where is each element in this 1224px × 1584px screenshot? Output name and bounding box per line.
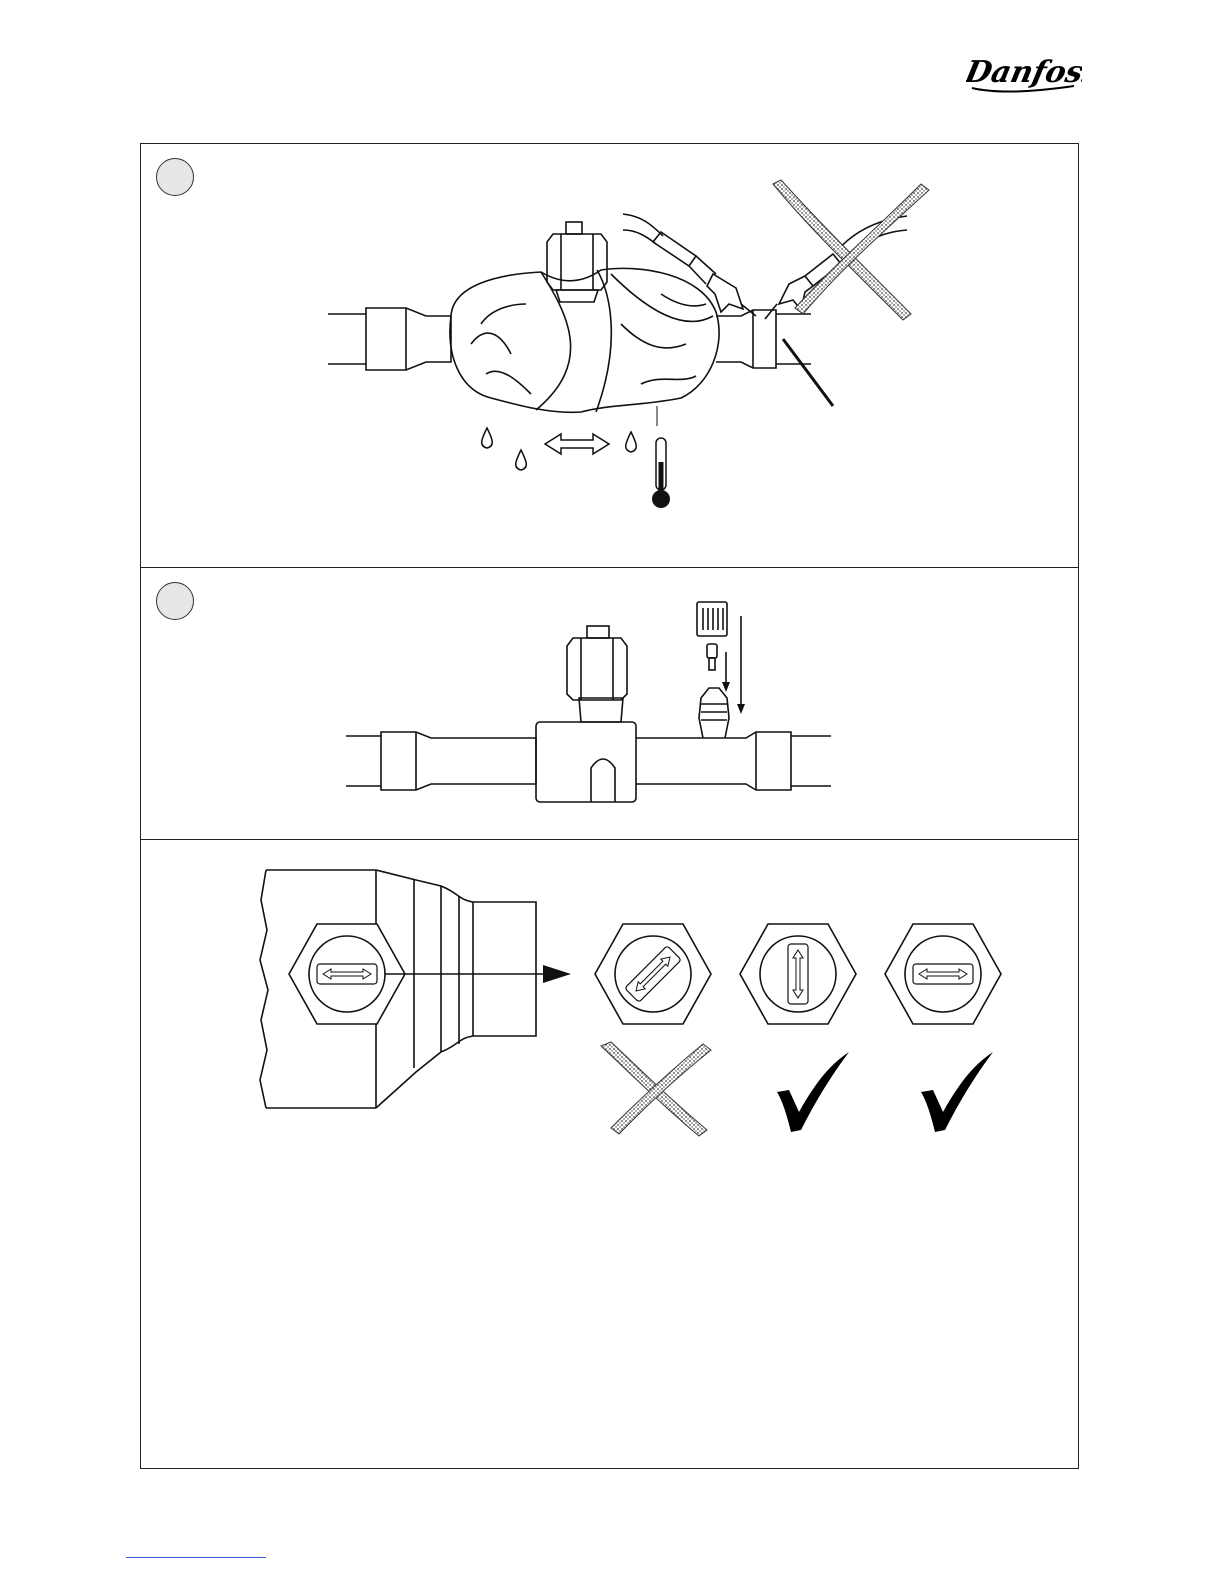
step-2-panel [141,568,1078,840]
double-arrow-icon [545,434,609,454]
spindle-orientation-illustration [141,840,1078,1468]
danfoss-logo: Danfoss [966,52,1082,96]
left-pipe [328,308,451,370]
logo-text: Danfoss [966,55,1082,90]
orientation-vertical [740,924,856,1024]
drop-icon-3 [626,432,637,452]
step-3-panel [141,840,1078,1468]
brazing-illustration [141,144,1078,568]
cross-wrong-mark [773,180,929,320]
cap-icon [697,602,727,636]
drop-icon-1 [482,428,493,448]
drop-icon-2 [516,450,527,470]
orientation-horizontal [885,924,1001,1024]
service-port [699,688,729,738]
checkmark-icon-1 [777,1052,849,1132]
valve-bonnet [547,222,607,302]
cap-arrow-head [737,704,745,714]
view-arrow-head [543,965,571,983]
cross-icon [601,1042,711,1136]
valve-mounting-illustration [141,568,1078,840]
orientation-diagonal [595,924,711,1024]
instruction-frame [140,143,1079,1469]
valve-core-icon [707,644,717,670]
valve-body [536,626,636,802]
left-pipe [346,732,536,790]
water-drops [482,428,637,470]
pointer-line [783,339,833,406]
torch-correct [623,214,756,316]
thermometer-icon [652,406,670,508]
footer-rule [126,1557,266,1558]
step-1-panel [141,144,1078,568]
right-pipe [636,732,831,790]
core-arrow-head [722,682,730,692]
checkmark-icon-2 [921,1052,993,1132]
